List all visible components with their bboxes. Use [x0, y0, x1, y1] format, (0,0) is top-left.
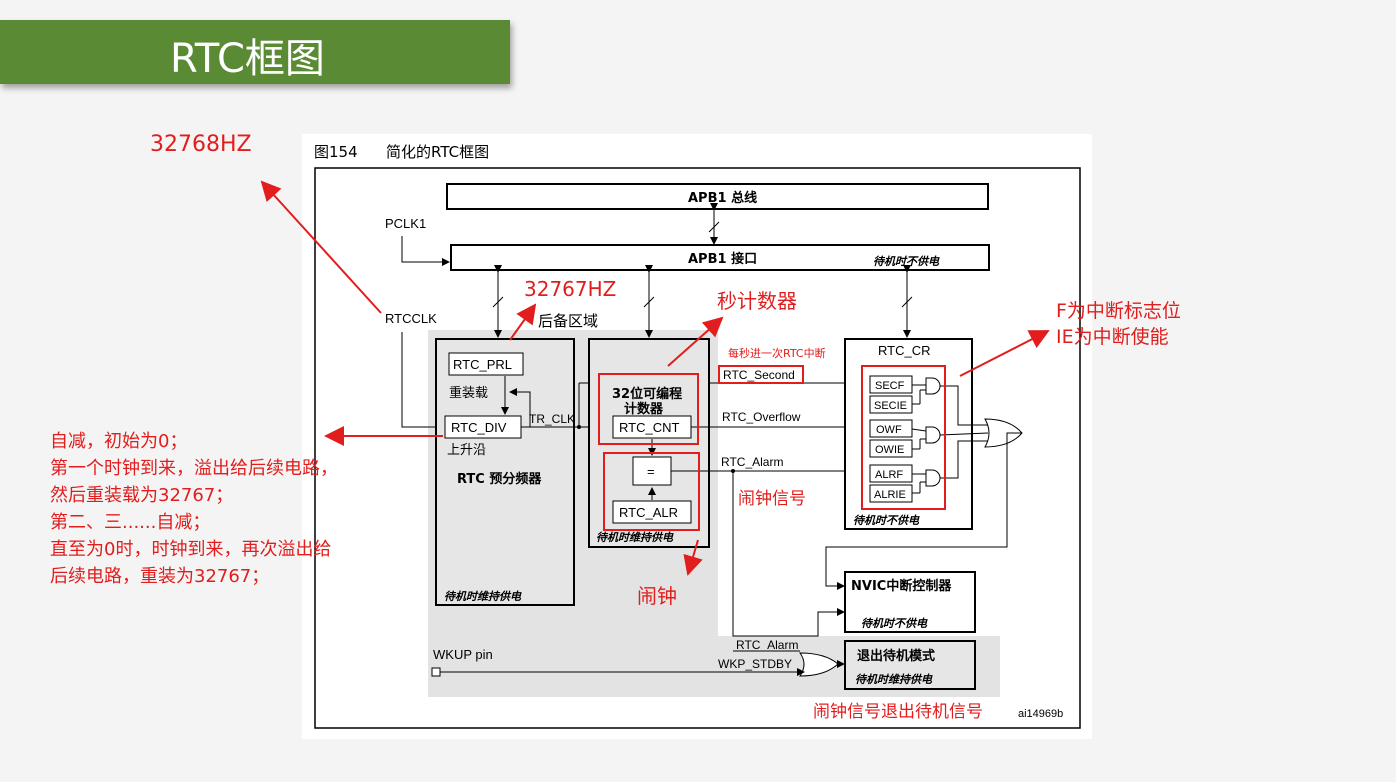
counter-title-1: 32位可编程	[612, 386, 682, 402]
or-to-nvic	[825, 432, 1022, 590]
figure-frame	[314, 167, 1081, 729]
rtc-cnt-label: RTC_CNT	[619, 420, 679, 435]
slide-title: RTC框图	[170, 36, 325, 82]
arrow-flags	[959, 330, 1050, 377]
slash	[901, 296, 913, 308]
div-note-line: 自减，初始为0；	[50, 431, 188, 452]
standby-power-3-label: 待机时维持供电	[855, 673, 933, 686]
alarm-highlight	[603, 452, 700, 531]
annotation-alarm-exit: 闹钟信号退出待机信号	[813, 702, 983, 722]
alrie-label: ALRIE	[874, 489, 906, 501]
owf-box	[869, 419, 913, 438]
rtc-alr-box	[612, 500, 692, 524]
figure-caption-number: 图154	[314, 143, 358, 161]
prescaler-label: RTC 预分频器	[457, 471, 542, 487]
bus-link-slash	[708, 221, 720, 233]
flags-highlight	[861, 365, 946, 510]
div-note-line: 直至为0时，时钟到来，再次溢出给	[50, 539, 332, 560]
title-banner: RTC框图	[0, 20, 510, 84]
and-gate-2	[925, 426, 941, 444]
counter-title-2: 计数器	[624, 401, 664, 417]
figure-caption-text: 简化的RTC框图	[386, 143, 489, 161]
w	[911, 428, 927, 432]
div-note-line: 第一个时钟到来，溢出给后续电路，	[50, 458, 338, 479]
standby-power-1-label: 待机时维持供电	[444, 590, 522, 603]
rtc-prl-box	[448, 352, 524, 376]
rtc-cr-label: RTC_CR	[878, 343, 931, 358]
slash	[643, 296, 655, 308]
no-power-top-label: 待机时不供电	[873, 255, 940, 268]
pclk1-label: PCLK1	[385, 216, 426, 231]
compare-box	[632, 456, 672, 486]
reload-label: 重装载	[449, 385, 488, 401]
arrow-alarm	[683, 539, 703, 576]
rtcclk-label: RTCCLK	[385, 311, 437, 326]
annotation-every-second: 每秒进一次RTC中断	[728, 347, 826, 360]
backup-domain-label: 后备区域	[538, 312, 598, 330]
arrow-second-counter	[667, 316, 724, 367]
rtc-alarm-2-label: RTC_Alarm	[736, 638, 798, 652]
nvic-label: NVIC中断控制器	[851, 578, 952, 594]
annotation-flag-line-1: F为中断标志位	[1056, 300, 1181, 322]
figure-id-label: ai14969b	[1018, 708, 1063, 720]
arrow-32767	[509, 303, 537, 341]
apb1-interface-label: APB1 接口	[688, 251, 757, 267]
exit-standby-block	[844, 640, 976, 690]
w	[940, 385, 988, 426]
w	[939, 432, 989, 436]
annotation-alarm: 闹钟	[637, 584, 677, 608]
annotation-div-notes: 自减，初始为0； 第一个时钟到来，溢出给后续电路， 然后重装载为32767； 第…	[50, 428, 338, 590]
rising-edge-label: 上升沿	[447, 443, 486, 458]
annotation-alarm-signal: 闹钟信号	[738, 489, 806, 509]
div-note-line: 第二、三......自减；	[50, 512, 211, 533]
annotation-32767hz: 32767HZ	[524, 277, 617, 301]
nvic-block	[844, 571, 976, 633]
rtcclk-line	[401, 332, 444, 431]
div-note-line: 然后重装载为32767；	[50, 485, 234, 506]
wkup-pin-label: WKUP pin	[433, 647, 493, 662]
wkp-stdby-label: WKP_STDBY	[718, 657, 792, 671]
pclk1-line	[401, 236, 450, 266]
rtc-alarm-label: RTC_Alarm	[721, 455, 783, 469]
rtc-div-label: RTC_DIV	[451, 420, 507, 435]
annotation-32768hz: 32768HZ	[150, 132, 252, 157]
and-gate-1	[925, 377, 941, 395]
apb1-interface-box	[450, 244, 990, 271]
secie-label: SECIE	[874, 400, 907, 412]
rtc-second-highlight	[718, 365, 804, 384]
w	[940, 440, 988, 479]
owf-label: OWF	[876, 424, 902, 436]
no-power-nvic-label: 待机时不供电	[861, 617, 928, 630]
standby-power-2-label: 待机时维持供电	[596, 531, 674, 544]
rtc-prl-label: RTC_PRL	[453, 357, 512, 372]
secf-label: SECF	[875, 380, 905, 392]
rtc-second-label: RTC_Second	[723, 368, 795, 382]
apb1-bus-label: APB1 总线	[688, 190, 757, 206]
compare-label: =	[647, 464, 655, 479]
alarm-to-exit	[732, 471, 845, 637]
annotation-second-counter: 秒计数器	[717, 289, 797, 313]
rtc-alr-label: RTC_ALR	[619, 505, 678, 520]
div-note-line: 后续电路，重装为32767；	[50, 566, 270, 587]
tr-clk-label: TR_CLK	[529, 412, 575, 426]
arrow-32768	[260, 180, 382, 314]
annotation-flag-line-2: IE为中断使能	[1056, 326, 1169, 348]
rtc-overflow-label: RTC_Overflow	[722, 410, 801, 424]
alrf-label: ALRF	[875, 469, 903, 481]
counter-highlight	[598, 373, 699, 445]
no-power-cr-label: 待机时不供电	[853, 514, 920, 527]
wkup-pin-square	[431, 667, 441, 677]
or-gate-2	[799, 652, 839, 677]
and-gate-3	[925, 469, 941, 487]
exit-standby-label: 退出待机模式	[857, 648, 935, 664]
slash	[492, 296, 504, 308]
owie-label: OWIE	[875, 444, 904, 456]
